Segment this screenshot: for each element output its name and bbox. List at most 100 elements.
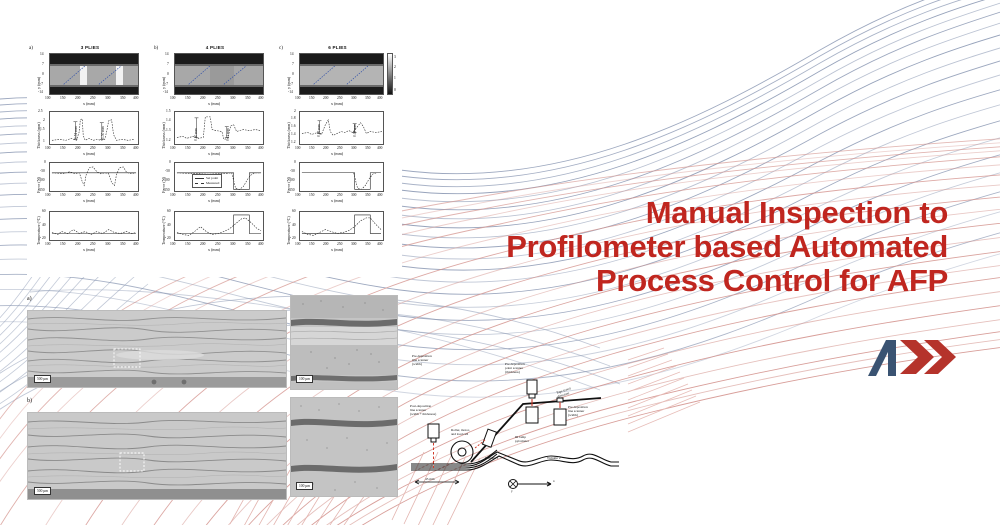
force-xlabel-a: x (mm): [83, 198, 96, 203]
thick-ytick-b-0: 1.5: [166, 109, 171, 113]
thick-ytick-a-0: 2.5: [38, 109, 43, 113]
thick-xtick-b-0: 100: [170, 146, 176, 150]
logo-chevron-1: [900, 340, 934, 374]
thick-xtick-c-2: 200: [323, 146, 329, 150]
afp-chevron-logo: [868, 340, 956, 376]
temp-xtick-a-0: 100: [45, 242, 51, 246]
force-xlabel-b: x (mm): [208, 198, 221, 203]
colorbar-tick-3: 0: [394, 88, 396, 92]
map-xtick-c-2: 200: [323, 96, 329, 100]
map-xlabel-c: x (mm): [331, 101, 344, 106]
force-xtick-b-0: 100: [170, 193, 176, 197]
schematic-label-post-line: Post-deposition line scanner (width + th…: [410, 404, 437, 416]
map-ytick-c-3: -7: [290, 82, 293, 86]
map-xtick-b-6: 400: [258, 96, 264, 100]
thick-ytick-a-3: 1: [43, 139, 45, 143]
map-xtick-a-0: 100: [45, 96, 51, 100]
map-ytick-a-3: -7: [40, 82, 43, 86]
schematic-label-pre-line-left: Pre-deposition line scanner (width): [412, 354, 432, 366]
wave-hatch-red-right: [627, 347, 701, 433]
temp-xtick-c-0: 100: [295, 242, 301, 246]
micrograph-letter-b: b): [27, 398, 32, 404]
temperature-axes-4-plies: [174, 211, 264, 241]
map-xtick-b-1: 150: [185, 96, 191, 100]
thick-ytick-a-2: 1.5: [40, 127, 45, 131]
map-ytick-c-1: 7: [292, 62, 294, 66]
force-xtick-a-0: 100: [45, 193, 51, 197]
force-xtick-c-1: 150: [309, 193, 315, 197]
thick-xtick-a-6: 400: [133, 146, 139, 150]
schematic-label-roller: Roller, motor, and load cell: [451, 428, 470, 436]
thick-xtick-a-0: 100: [45, 146, 51, 150]
map-xtick-b-4: 300: [230, 96, 236, 100]
legend-label-measured: Measured: [206, 181, 220, 185]
force-xtick-a-5: 350: [120, 193, 126, 197]
temp-ytick-c-0: 60: [292, 209, 296, 213]
map-xtick-a-1: 150: [60, 96, 66, 100]
micrograph-detail-1: 100 µm: [290, 295, 398, 390]
temp-ytick-a-1: 40: [42, 223, 46, 227]
thick-xtick-a-3: 250: [90, 146, 96, 150]
map-xtick-b-5: 350: [245, 96, 251, 100]
force-ytick-b-1: -50: [165, 169, 170, 173]
thick-xtick-b-5: 350: [245, 146, 251, 150]
temp-xtick-b-6: 400: [258, 242, 264, 246]
thickness-axes-4-plies: [174, 111, 264, 145]
micrograph-wide-a-wrapper: a): [27, 296, 287, 392]
panel-letter-b: b): [154, 46, 159, 51]
map-xtick-a-3: 250: [90, 96, 96, 100]
schematic-label-45mm: 45 mm: [425, 477, 435, 481]
thick-ytick-c-2: 1.6: [291, 124, 296, 128]
schematic-label-ir-lamp: IR lamp pyrometer: [515, 435, 529, 443]
temp-ytick-b-2: 20: [167, 236, 171, 240]
thick-xtick-a-5: 350: [120, 146, 126, 150]
map-ytick-a-4: -14: [38, 90, 43, 94]
thick-xtick-c-0: 100: [295, 146, 301, 150]
legend-swatch-measured: [195, 183, 204, 184]
map-axes-3-plies: [49, 53, 139, 95]
figure-column-4-plies: b) 4 PLIES y (mm) 14 7 0 -7 -14 100 150 …: [152, 45, 276, 277]
thick-xtick-a-1: 150: [60, 146, 66, 150]
thick-xtick-b-1: 150: [185, 146, 191, 150]
map-xtick-b-3: 250: [215, 96, 221, 100]
thick-xtick-b-2: 200: [200, 146, 206, 150]
temp-ytick-b-1: 40: [167, 223, 171, 227]
map-ytick-b-2: 0: [167, 72, 169, 76]
temp-xtick-c-1: 150: [309, 242, 315, 246]
temp-ytick-c-2: 20: [292, 236, 296, 240]
map-ytick-a-0: 14: [40, 52, 44, 56]
force-xtick-a-1: 150: [60, 193, 66, 197]
pre-deposition-point-scanner-icon: [525, 379, 539, 424]
title-line-3: Process Control for AFP: [596, 263, 948, 298]
thickness-xlabel-a: x (mm): [83, 151, 96, 156]
thickness-xlabel-c: x (mm): [331, 151, 344, 156]
map-ytick-c-2: 0: [292, 72, 294, 76]
map-ytick-b-0: 14: [165, 52, 169, 56]
map-xtick-b-2: 200: [200, 96, 206, 100]
thick-xtick-c-4: 300: [351, 146, 357, 150]
temp-xtick-b-2: 200: [200, 242, 206, 246]
micrograph-detail-2: 100 µm: [290, 397, 398, 497]
force-xtick-b-5: 350: [245, 193, 251, 197]
thickness-annot-b-1: 0.30 mm: [194, 128, 198, 141]
thickness-annot-b-2: 0.14 mm: [226, 128, 230, 141]
thickness-ylabel-b: Thickness (mm): [161, 122, 166, 149]
thick-ytick-a-1: 2: [43, 118, 45, 122]
map-xtick-c-0: 100: [295, 96, 301, 100]
force-xtick-a-4: 300: [105, 193, 111, 197]
map-xtick-c-6: 400: [377, 96, 383, 100]
map-xlabel-b: x (mm): [208, 101, 221, 106]
post-deposition-scanner-icon: [427, 423, 440, 470]
thickness-xlabel-b: x (mm): [208, 151, 221, 156]
map-ytick-b-1: 7: [167, 62, 169, 66]
map-xtick-c-3: 250: [337, 96, 343, 100]
temp-ytick-a-0: 60: [42, 209, 46, 213]
force-ytick-a-0: 0: [44, 160, 46, 164]
temp-xtick-a-6: 400: [133, 242, 139, 246]
temp-ytick-a-2: 20: [42, 236, 46, 240]
map-xtick-a-2: 200: [75, 96, 81, 100]
thickness-axes-6-plies: [299, 111, 384, 145]
map-xtick-c-4: 300: [351, 96, 357, 100]
thick-xtick-c-1: 150: [309, 146, 315, 150]
poster-title: Manual Inspection to Profilometer based …: [328, 196, 948, 298]
